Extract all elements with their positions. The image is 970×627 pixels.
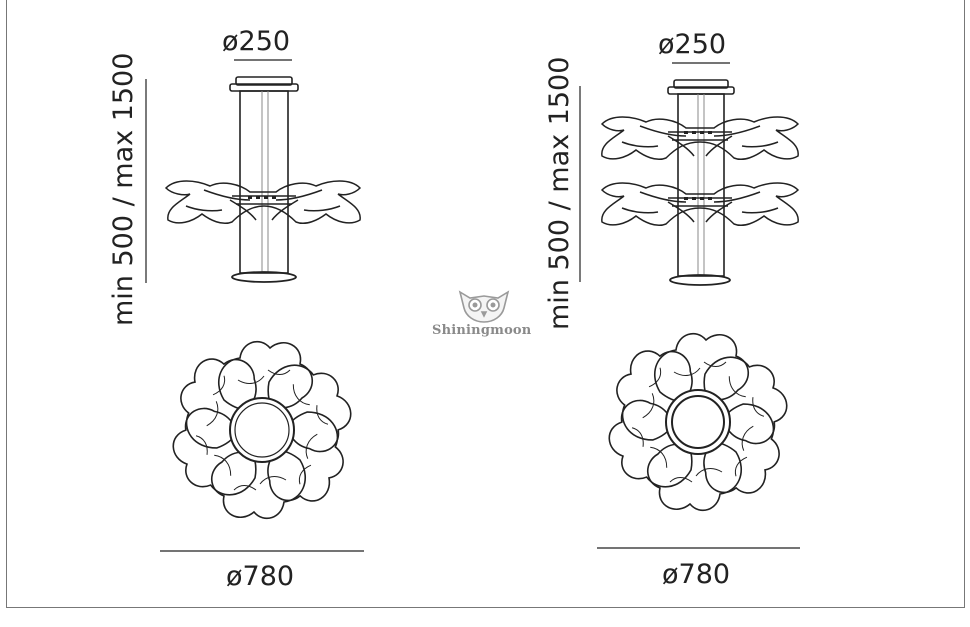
left-height-range: min 500 / max 1500 [108, 52, 139, 326]
frame-left-border [6, 0, 7, 608]
left-canopy-diameter: ø250 [222, 26, 291, 57]
right-side-view [579, 62, 800, 286]
frame-right-border [964, 0, 965, 608]
owl-icon [458, 290, 510, 323]
right-overall-diameter: ø780 [662, 559, 731, 590]
frame-bottom-border [6, 607, 965, 608]
right-top-view [595, 332, 801, 512]
watermark-brand: Shiningmoon [432, 323, 532, 338]
right-canopy-diameter: ø250 [658, 29, 727, 60]
left-overall-diameter: ø780 [226, 561, 295, 592]
left-top-view [159, 340, 365, 520]
right-height-range: min 500 / max 1500 [544, 56, 575, 330]
left-side-view [145, 59, 362, 283]
